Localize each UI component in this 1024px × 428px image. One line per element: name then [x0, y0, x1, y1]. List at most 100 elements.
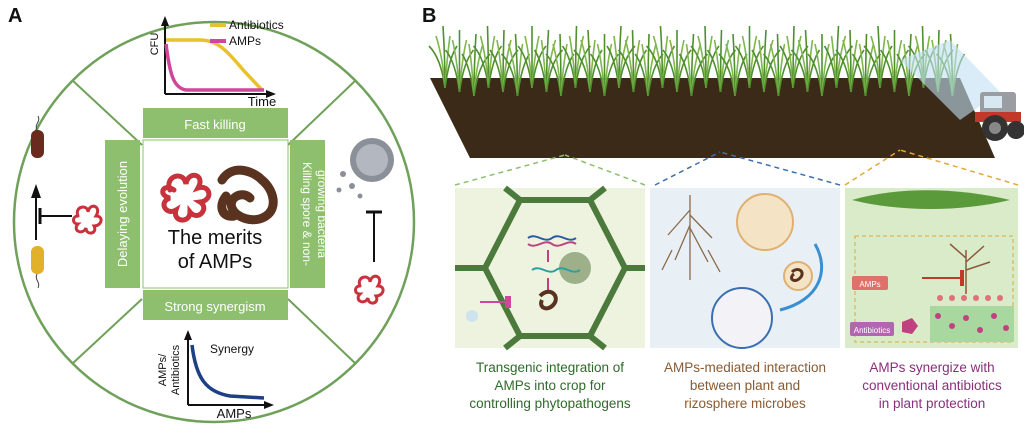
amp-red-molecule [160, 172, 212, 223]
amp-icon-right [354, 274, 385, 305]
leaf-icon [852, 190, 1010, 209]
top-chart-amps-line [164, 43, 264, 92]
bottom-chart: Synergy AMPs/ Antibiotics AMPs [157, 330, 274, 421]
caption-2-line2: between plant and [690, 378, 800, 393]
crop-leaf [531, 45, 547, 89]
caption-3-line1: AMPs synergize with [869, 360, 994, 375]
tag-amps [852, 276, 888, 290]
synergy-curve [190, 344, 265, 400]
amp-in-rhizosphere [790, 268, 804, 282]
amp-in-cell [538, 289, 558, 311]
interaction-arrow [779, 243, 824, 312]
crop-leaf [705, 45, 720, 89]
captions: Transgenic integration of AMPs into crop… [469, 360, 1002, 411]
spore-fragment-4 [357, 193, 363, 199]
spore-inner [356, 144, 388, 176]
crop-leaf [589, 49, 603, 93]
bacterium-yellow-icon [31, 246, 44, 274]
bacterium-yellow-flagellum [35, 273, 40, 289]
antibiotic-pentagon-icon [902, 318, 918, 334]
center-title-line1: The merits [168, 227, 262, 249]
crop-leaf [444, 45, 458, 89]
top-chart-x-arrow [266, 90, 276, 98]
caption-3-line3: in plant protection [879, 396, 986, 411]
mrna-strand [531, 267, 581, 273]
bottom-chart-ylabel-line1: AMPs/ [157, 353, 169, 386]
antibiotic-dots [935, 313, 1009, 333]
tree-infection [949, 243, 991, 294]
top-chart: CFU Time Antibiotics AMPs [149, 16, 284, 109]
crop-leaf [850, 49, 865, 93]
amp-icon-left [72, 204, 103, 235]
nucleus [559, 252, 591, 284]
root-cell-zoom [736, 193, 794, 251]
pathogen-icon [466, 310, 478, 322]
top-chart-y-arrow [161, 16, 169, 26]
bottom-chart-title: Synergy [210, 342, 254, 356]
bacterium-brown-icon [31, 130, 44, 158]
caption-3-line2: conventional antibiotics [862, 378, 1002, 393]
inhibition-bar-cell [505, 296, 511, 308]
top-chart-ylabel: CFU [149, 33, 161, 56]
crop-leaf [632, 49, 648, 93]
root-system [661, 195, 721, 280]
label-strong-synergism: Strong synergism [164, 299, 265, 314]
subpanel-synergy: AMPs Antibiotics [845, 188, 1018, 348]
label-bar-left [105, 140, 140, 288]
spore-fragment-2 [349, 183, 355, 189]
tag-amps-label: AMPs [859, 280, 880, 289]
crop-leaf [879, 45, 893, 89]
label-bar-bottom [143, 290, 288, 320]
legend-antibiotics: Antibiotics [229, 18, 284, 32]
bottom-chart-x-arrow [264, 401, 274, 409]
legend-amps: AMPs [229, 34, 261, 48]
dna-strand-2 [527, 241, 577, 247]
spore-fragment-3 [336, 187, 342, 193]
tag-antibiotics [850, 322, 894, 336]
crop-leaf [893, 49, 910, 93]
leaf-tissue [930, 306, 1014, 342]
caption-2-line3: rizosphere microbes [684, 396, 806, 411]
zoom-guides [454, 149, 1019, 186]
crop-leaf [748, 45, 765, 89]
spray-cone [900, 40, 1000, 120]
microbe-community [711, 287, 773, 349]
label-killing-spore-line1: Killing spore & non- [300, 162, 314, 266]
amp-brown-molecule [217, 165, 278, 225]
caption-2-line1: AMPs-mediated interaction [664, 360, 826, 375]
panel-a-letter: A [8, 5, 22, 27]
spore-illustration [336, 138, 394, 305]
subpanel-rhizosphere [650, 188, 840, 349]
crop-leaf [806, 49, 821, 93]
amps-inhibition-bar [960, 270, 964, 286]
bacterium-brown-flagellum [35, 115, 40, 131]
bottom-chart-ylabel-line2: Antibiotics [170, 344, 182, 395]
caption-1-line2: AMPs into crop for [494, 378, 606, 393]
top-chart-antibiotics-line [166, 38, 264, 92]
label-bar-right [290, 140, 325, 288]
crop-leaf [487, 45, 503, 89]
circle-dividers [71, 79, 357, 365]
tag-antibiotics-label: Antibiotics [854, 326, 890, 335]
panel-b-letter: B [422, 5, 436, 27]
label-bar-top [143, 108, 288, 138]
soil-field [430, 78, 995, 158]
bottom-chart-xlabel: AMPs [217, 406, 252, 421]
microbe-zoom [783, 261, 813, 291]
label-killing-spore-line2: growing bacteria [315, 170, 329, 258]
top-chart-xlabel: Time [248, 94, 276, 109]
pathogen-dots [937, 295, 1003, 301]
label-delaying-evolution: Delaying evolution [115, 161, 130, 267]
tractor-icon [975, 92, 1024, 141]
caption-1-line3: controlling phytopathogens [469, 396, 631, 411]
spore-fragment-1 [340, 171, 346, 177]
label-fast-killing: Fast killing [184, 117, 245, 132]
caption-1-line1: Transgenic integration of [476, 360, 624, 375]
evolution-arrow-head [31, 184, 41, 198]
subpanel-transgenic [455, 185, 645, 351]
center-title-line2: of AMPs [178, 251, 252, 273]
crop-leaf [458, 49, 475, 93]
crop-leaf [661, 45, 676, 89]
crop-leaf [676, 49, 692, 93]
